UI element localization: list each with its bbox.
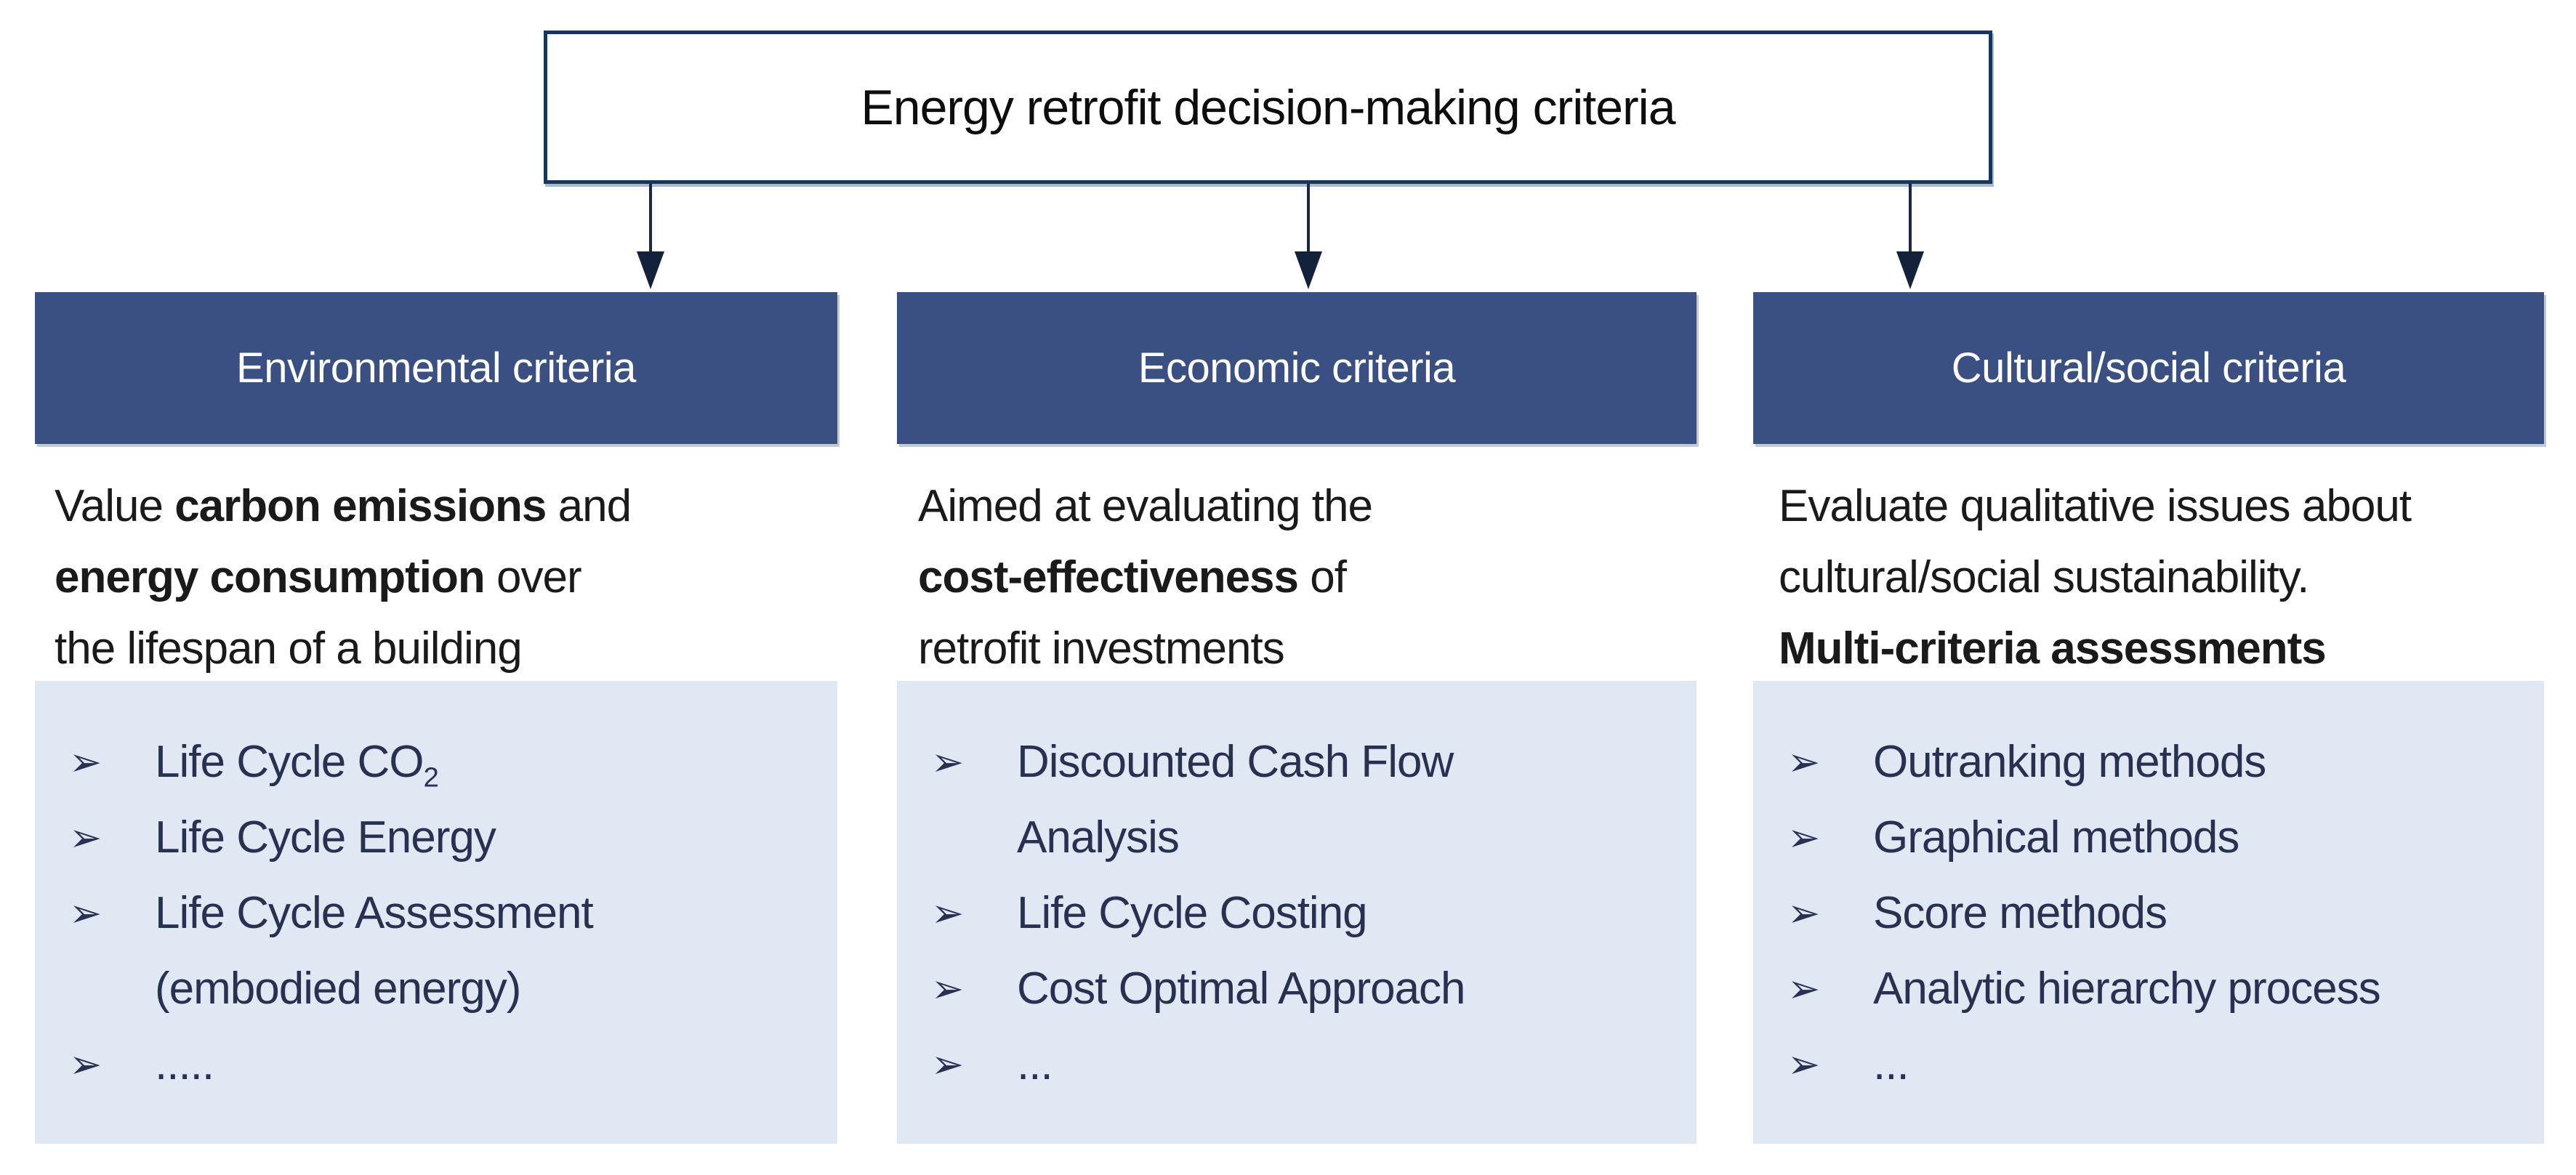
list-item: ➢ Outranking methods (1787, 737, 2266, 787)
arrow-bullet-icon: ➢ (1787, 739, 1821, 785)
arrow-head-icon (1295, 251, 1322, 289)
list-item: ➢ Cost Optimal Approach (931, 964, 1466, 1014)
arrow-head-icon (1896, 251, 1924, 289)
desc-line: cost-effectiveness of (918, 552, 1347, 602)
desc-line: Value carbon emissions and (55, 481, 632, 531)
arrow-bullet-icon: ➢ (931, 739, 965, 785)
list-item: ➢ Life Cycle Energy (69, 812, 496, 863)
arrow-shaft (649, 184, 652, 253)
desc-line: retrofit investments (918, 623, 1285, 674)
desc-line: the lifespan of a building (55, 623, 523, 674)
desc-line: energy consumption over (55, 552, 582, 602)
header-label: Environmental criteria (236, 344, 636, 392)
list-item: ➢ Graphical methods (1787, 812, 2239, 863)
arrow-bullet-icon: ➢ (1787, 966, 1821, 1012)
diagram-title: Energy retrofit decision-making criteria (861, 79, 1675, 135)
list-item: ➢ ..... (69, 1039, 214, 1089)
header-environmental-criteria: Environmental criteria (35, 292, 837, 444)
arrow-bullet-icon: ➢ (69, 1041, 102, 1087)
arrow-bullet-icon: ➢ (69, 815, 102, 860)
desc-line: Evaluate qualitative issues about (1779, 481, 2412, 531)
list-item: ➢ ... (931, 1039, 1053, 1089)
list-panel-cultural-social: ➢ Outranking methods ➢ Graphical methods… (1753, 681, 2544, 1144)
arrow-bullet-icon: ➢ (1787, 815, 1821, 860)
desc-line: Aimed at evaluating the (918, 481, 1373, 531)
list-item: ➢ Life Cycle CO2 (69, 737, 439, 794)
desc-line: cultural/social sustainability. (1779, 552, 2309, 602)
arrow-bullet-icon: ➢ (1787, 890, 1821, 936)
arrow-shaft (1909, 184, 1912, 253)
desc-line: Multi-criteria assessments (1779, 623, 2327, 674)
header-cultural-social-criteria: Cultural/social criteria (1753, 292, 2544, 444)
list-item: ➢ Analytic hierarchy process (1787, 964, 2381, 1014)
title-box: Energy retrofit decision-making criteria (544, 31, 1992, 184)
list-item: ➢ ... (1787, 1039, 1909, 1089)
list-panel-environmental: ➢ Life Cycle CO2 ➢ Life Cycle Energy ➢ L… (35, 681, 837, 1144)
arrow-bullet-icon: ➢ (69, 890, 102, 936)
desc-environmental: Value carbon emissions and energy consum… (55, 471, 854, 685)
header-label: Economic criteria (1138, 344, 1456, 392)
desc-economic: Aimed at evaluating the cost-effectivene… (918, 471, 1710, 685)
header-economic-criteria: Economic criteria (897, 292, 1696, 444)
list-item: ➢ Score methods (1787, 888, 2168, 938)
header-label: Cultural/social criteria (1951, 344, 2346, 392)
arrow-bullet-icon: ➢ (1787, 1041, 1821, 1087)
arrow-bullet-icon: ➢ (69, 739, 102, 785)
arrow-shaft (1307, 184, 1310, 253)
arrow-bullet-icon: ➢ (931, 966, 965, 1012)
list-item: ➢ Life Cycle Assessment(embodied energy) (69, 888, 594, 1014)
desc-cultural-social: Evaluate qualitative issues about cultur… (1779, 471, 2571, 685)
list-item: ➢ Life Cycle Costing (931, 888, 1368, 938)
arrow-bullet-icon: ➢ (931, 1041, 965, 1087)
arrow-bullet-icon: ➢ (931, 890, 965, 936)
arrow-head-icon (637, 251, 664, 289)
